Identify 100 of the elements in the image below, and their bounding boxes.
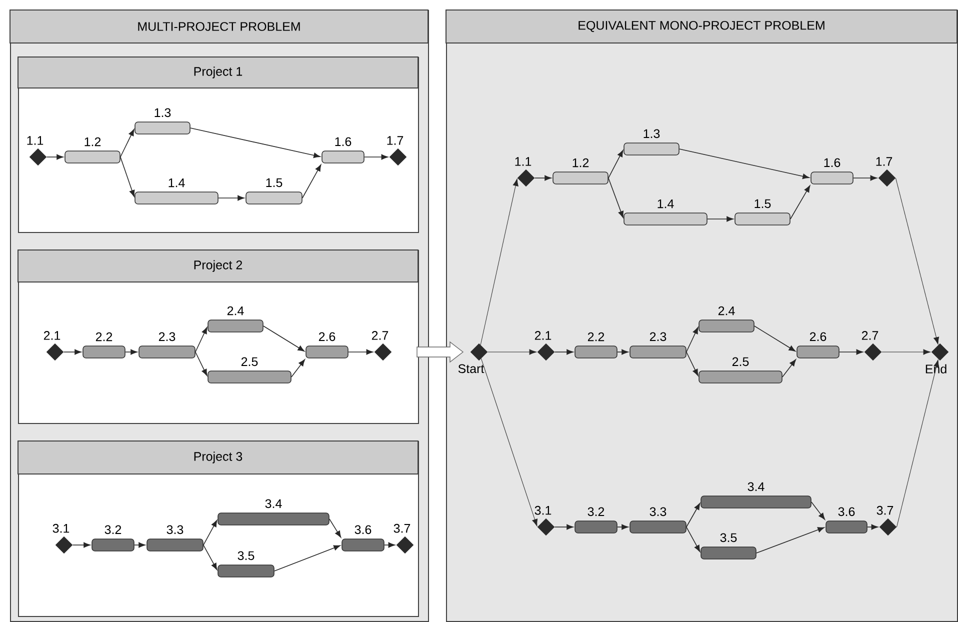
task-bar: 2.5 (698, 357, 782, 384)
arrow (195, 352, 208, 376)
arrow (329, 518, 342, 538)
arrow (302, 164, 322, 198)
task-bar: 3.5 (700, 533, 756, 560)
node-label: 1.4 (168, 178, 185, 188)
node-label: 3.4 (265, 499, 282, 508)
node-label: 1.3 (154, 108, 171, 118)
task-bar: 1.5 (734, 199, 790, 226)
node-label: 2.5 (732, 357, 749, 366)
arrow (686, 526, 700, 552)
arrow (134, 542, 146, 548)
node-label: 1.3 (644, 129, 660, 138)
node-label: 3.3 (166, 525, 184, 534)
arrow (554, 524, 574, 530)
task-bar: 1.6 (810, 158, 854, 184)
arrow (617, 524, 628, 530)
arrow (63, 349, 82, 355)
arrow (839, 349, 864, 355)
node-label: 3.1 (534, 506, 552, 515)
arrow (195, 327, 208, 352)
task-bar: 1.2 (552, 158, 608, 184)
arrow (125, 349, 138, 355)
node-label: 3.6 (354, 525, 372, 534)
task-bar: 1.6 (322, 137, 364, 164)
task-bar: 2.6 (796, 332, 840, 358)
node-label: 1.1 (27, 136, 44, 145)
arrow (348, 349, 374, 355)
node-label: 1.6 (824, 158, 840, 168)
node-label: 1.6 (335, 137, 352, 146)
arrow (896, 360, 940, 528)
arrow (203, 520, 218, 546)
task-bar: 3.2 (92, 525, 134, 552)
arrow (364, 154, 388, 160)
arrow (782, 359, 796, 378)
node-label: 2.1 (534, 331, 552, 340)
arrow (756, 527, 824, 554)
node-label: 1.2 (572, 158, 589, 168)
node-label: 3.1 (52, 524, 70, 533)
task-bar: 3.5 (218, 551, 274, 578)
arrow (867, 524, 878, 530)
node-label: 1.1 (515, 157, 532, 166)
arrow (707, 216, 734, 222)
node-label: 2.7 (862, 331, 878, 340)
node-label: 3.7 (876, 506, 894, 515)
arrow (384, 542, 396, 548)
task-bar: 2.4 (208, 306, 264, 332)
node-label: 2.6 (318, 332, 336, 342)
node-label: 1.5 (266, 178, 282, 188)
task-bar: 3.3 (146, 525, 204, 552)
node-label: 2.6 (810, 332, 826, 342)
node-label: 1.5 (754, 199, 771, 208)
arrow (686, 327, 698, 352)
task-bar: 2.4 (698, 306, 754, 332)
arrow (291, 359, 305, 378)
arrow (686, 503, 700, 528)
node-label: 3.5 (720, 533, 737, 542)
task-bar: 2.3 (138, 332, 196, 358)
arrow (72, 542, 90, 548)
node-label: 2.4 (227, 306, 244, 316)
arrow (263, 326, 305, 352)
arrow (881, 349, 931, 355)
node-label: 3.2 (104, 525, 122, 534)
task-bar: 2.3 (630, 332, 686, 358)
task-bar: 3.2 (574, 507, 618, 534)
task-bar: 1.3 (624, 129, 680, 156)
node-label: 3.4 (748, 482, 764, 492)
arrow (811, 502, 825, 520)
node-label: Start (458, 364, 484, 374)
arrow (790, 185, 810, 220)
block-arrow (416, 341, 464, 363)
node-label: 3.6 (838, 507, 855, 516)
arrow (608, 178, 624, 218)
arrow (480, 178, 518, 346)
task-bar: 3.6 (342, 525, 384, 552)
node-label: 2.7 (372, 331, 388, 340)
node-label: 1.7 (387, 136, 404, 145)
arrow (190, 128, 320, 158)
arrow (617, 349, 628, 355)
task-bar: 1.4 (134, 178, 218, 204)
node-label: 1.2 (84, 137, 101, 146)
arrow (608, 150, 624, 178)
node-label: 3.3 (650, 507, 666, 516)
task-bar: 1.4 (624, 199, 708, 226)
node-label: 3.7 (394, 524, 410, 533)
arrow (120, 156, 135, 197)
node-label: 3.2 (588, 507, 604, 516)
node-label: 1.7 (876, 157, 892, 166)
task-bar: 1.5 (246, 178, 302, 204)
node-label: 2.5 (241, 357, 258, 366)
task-bar: 2.2 (574, 332, 618, 358)
task-bar: 1.3 (134, 108, 190, 134)
arrow (554, 349, 574, 355)
arrow (480, 358, 538, 526)
arrow (534, 175, 552, 181)
node-label: 1.4 (658, 199, 674, 208)
node-label: 2.3 (650, 332, 666, 342)
node-label: End (926, 364, 946, 374)
task-bar: 3.4 (700, 482, 812, 508)
node-label: 2.1 (44, 331, 60, 340)
